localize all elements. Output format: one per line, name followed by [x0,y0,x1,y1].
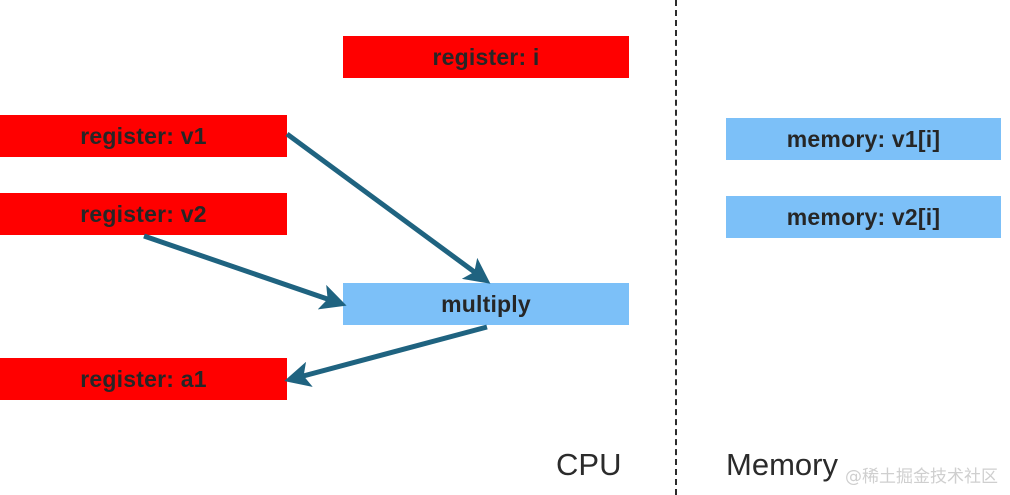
node-register-i-label: register: i [432,43,540,70]
node-register-v1-label: register: v1 [80,122,207,149]
node-register-v2-label: register: v2 [80,200,207,227]
cpu-memory-divider [675,0,677,495]
arrow-v1-to-multiply [285,131,491,284]
node-register-a1[interactable]: register: a1 [0,358,287,400]
arrow-v2-to-multiply [143,233,347,310]
arrow-multiply-to-a1 [284,324,488,387]
node-register-i[interactable]: register: i [343,36,629,78]
node-operation-multiply[interactable]: multiply [343,283,629,325]
node-memory-v1-label: memory: v1[i] [786,125,941,152]
node-register-v1[interactable]: register: v1 [0,115,287,157]
node-memory-v2-label: memory: v2[i] [786,203,941,230]
node-operation-multiply-label: multiply [441,290,531,317]
region-label-cpu: CPU [556,447,622,482]
node-register-a1-label: register: a1 [80,365,207,392]
node-memory-v1[interactable]: memory: v1[i] [726,118,1001,160]
region-label-memory: Memory [726,447,838,482]
node-memory-v2[interactable]: memory: v2[i] [726,196,1001,238]
node-register-v2[interactable]: register: v2 [0,193,287,235]
watermark: @稀土掘金技术社区 [845,467,998,487]
